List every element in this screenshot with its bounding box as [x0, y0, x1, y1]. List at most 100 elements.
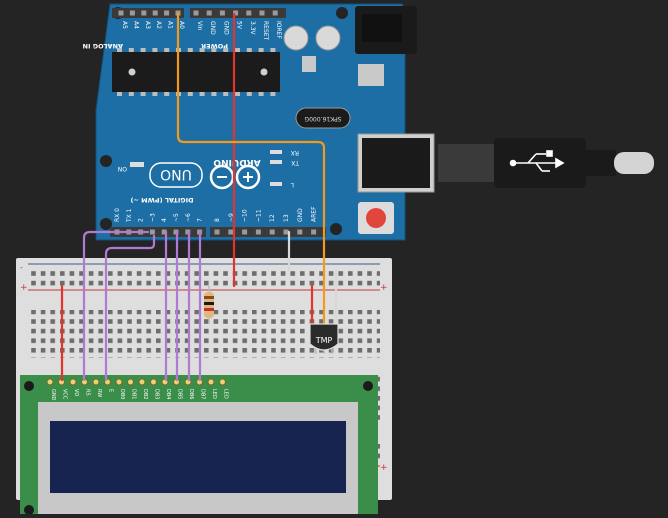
lcd-pin[interactable] — [69, 378, 77, 386]
header-pin[interactable] — [164, 10, 170, 16]
header-pin[interactable] — [311, 229, 317, 235]
uno-model-label: UNO — [160, 166, 192, 182]
header-pin[interactable] — [161, 229, 167, 235]
led-on-label: ON — [118, 165, 127, 172]
resistor-band-1 — [204, 296, 214, 299]
lcd-mount-hole-tl — [24, 381, 34, 391]
resistor-band-2 — [204, 302, 214, 305]
lcd-pin[interactable] — [115, 378, 123, 386]
lcd-pin-label: DB2 — [142, 389, 148, 399]
header-pin[interactable] — [129, 10, 135, 16]
header-pin[interactable] — [214, 229, 220, 235]
lcd-pin[interactable] — [92, 378, 100, 386]
led-l-label: L — [290, 181, 294, 188]
header-pin[interactable] — [297, 229, 303, 235]
pin-label: GND — [209, 21, 216, 35]
header-pin[interactable] — [152, 10, 158, 16]
rail-plus-label-left: + — [20, 283, 28, 293]
rail-top-b-holes — [30, 278, 380, 288]
header-pin[interactable] — [141, 10, 147, 16]
chip-dot-right — [260, 68, 268, 76]
header-pin[interactable] — [255, 229, 261, 235]
header-pin[interactable] — [233, 10, 239, 16]
header-pin[interactable] — [269, 229, 275, 235]
header-pin[interactable] — [283, 229, 289, 235]
pin-label: A4 — [132, 21, 139, 29]
pin-label: 3.3V — [249, 21, 256, 36]
pin-label: A1 — [167, 21, 174, 29]
lcd-pin-label: VCC — [61, 389, 67, 400]
rail-plus-label-bottom: + — [380, 463, 388, 473]
crystal-label: SPK16.000G — [304, 115, 341, 122]
lcd-pin[interactable] — [138, 378, 146, 386]
header-pin[interactable] — [206, 10, 212, 16]
lcd-pin-label: DB3 — [153, 389, 159, 399]
pin-label: 2 — [138, 218, 145, 222]
led-rx-label: RX — [291, 149, 299, 156]
lcd-mount-hole-tr — [363, 381, 373, 391]
header-pin[interactable] — [242, 229, 248, 235]
header-pin[interactable] — [246, 10, 252, 16]
header-digital-high — [210, 227, 326, 237]
arduino-brand-label: ARDUINO — [213, 157, 261, 167]
tmp-temperature-sensor[interactable]: TMP — [309, 323, 339, 354]
crystal-oscillator — [295, 107, 351, 129]
led-l — [270, 182, 282, 186]
pin-label: RX 0 — [114, 208, 121, 222]
pin-label: ~5 — [173, 213, 180, 222]
lcd-pin-label: E — [107, 389, 113, 392]
pin-label: 13 — [283, 214, 290, 222]
usb-icon — [509, 150, 565, 172]
pin-label: IOREF — [275, 21, 282, 39]
header-pin[interactable] — [185, 229, 191, 235]
wire-d3-lcd — [104, 234, 156, 382]
led-rx — [270, 150, 282, 154]
digital-pwm-label: DIGITAL (PWM ~) — [130, 196, 193, 204]
pin-label: AREF — [311, 206, 318, 222]
pin-label: ~9 — [228, 213, 235, 222]
tmp-sensor-label: TMP — [315, 336, 333, 345]
pin-label: 4 — [161, 218, 168, 222]
lcd-pin-label: GND — [50, 389, 56, 401]
pin-label: Vin — [196, 21, 203, 31]
pin-label: 5V — [236, 21, 243, 30]
header-pin[interactable] — [149, 229, 155, 235]
wires — [60, 12, 338, 382]
power-label: POWER — [201, 42, 228, 50]
header-pin[interactable] — [228, 229, 234, 235]
reset-button[interactable] — [366, 208, 386, 228]
pin-label: ~3 — [149, 213, 156, 222]
atmega-chip — [112, 52, 280, 92]
header-pin[interactable] — [259, 10, 265, 16]
lcd-pin-label: LED — [222, 389, 228, 399]
usb-cable-end — [614, 152, 654, 174]
header-pin[interactable] — [118, 10, 124, 16]
header-pin[interactable] — [193, 10, 199, 16]
led-tx-label: TX — [291, 159, 300, 166]
resistor[interactable] — [204, 286, 214, 324]
header-pin[interactable] — [272, 10, 278, 16]
pin-label: A2 — [155, 21, 162, 29]
chip-dot-left — [128, 68, 136, 76]
header-digital-low — [110, 227, 206, 237]
header-pin[interactable] — [219, 10, 225, 16]
mount-hole-br — [330, 223, 342, 235]
lcd-pin[interactable] — [219, 378, 226, 386]
pin-label: A3 — [144, 21, 151, 29]
smd-component — [302, 56, 316, 72]
usb-cable — [438, 144, 498, 182]
lcd-pin-label: VO — [73, 389, 79, 396]
pin-label: A5 — [121, 21, 128, 29]
lcd-pin[interactable] — [127, 378, 134, 386]
usb-connection[interactable] — [357, 133, 654, 193]
pin-label: ~10 — [242, 209, 249, 222]
lcd-pin[interactable] — [46, 378, 54, 386]
lcd-pin[interactable] — [150, 378, 157, 386]
lcd-pin-label: DB6 — [188, 389, 194, 399]
lcd-pin[interactable] — [207, 378, 215, 386]
